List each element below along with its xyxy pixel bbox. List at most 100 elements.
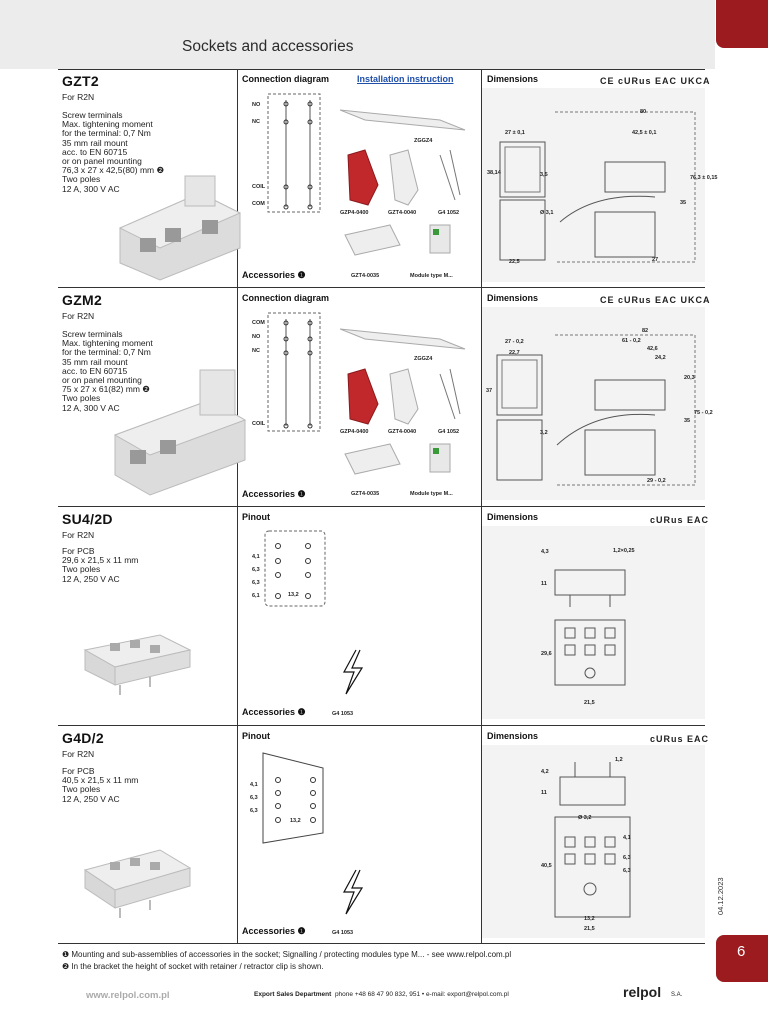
- dimension-drawing: [554, 762, 631, 918]
- pinout-heading: Pinout: [242, 731, 270, 741]
- product-name: SU4/2D: [62, 511, 113, 527]
- lightning-bolt-icon: [342, 869, 364, 915]
- publication-date: 04.12.2023: [716, 877, 725, 915]
- pin-dimension: 6,3: [252, 567, 260, 573]
- socket-photo: [83, 634, 192, 695]
- product-name: GZT2: [62, 73, 99, 89]
- accessory-label: Module type M...: [410, 273, 453, 279]
- dimension-label: 27: [652, 257, 659, 263]
- product-description: Screw terminals Max. tightening moment f…: [62, 329, 153, 413]
- product-for: For R2N: [62, 311, 95, 321]
- accessory-label: ZGGZ4: [414, 138, 433, 144]
- pin-label: NC: [252, 119, 260, 125]
- section-divider: [58, 69, 705, 70]
- accessories-heading: Accessories ❶: [242, 707, 306, 717]
- dimension-label: 35: [680, 200, 687, 206]
- pin-dimension: 6,1: [252, 593, 260, 599]
- dimension-label: 27 ± 0,1: [505, 130, 525, 136]
- dimension-label: 6,3: [623, 868, 631, 874]
- dimension-label: 6,3: [623, 855, 631, 861]
- product-for: For R2N: [62, 530, 95, 540]
- pin-dimension: 13,2: [290, 818, 301, 824]
- certification-marks: CE cURus EAC UKCA: [600, 295, 711, 305]
- section-divider: [58, 725, 705, 726]
- pin-label: NO: [252, 102, 261, 108]
- accessory-label: GZT4-0040: [388, 210, 417, 216]
- certification-marks: cURus EAC: [650, 515, 710, 525]
- accessory-label: G4 1053: [332, 930, 354, 936]
- product-name: G4D/2: [62, 730, 104, 746]
- accessories-heading: Accessories ❶: [242, 489, 306, 499]
- pin-label: NO: [252, 334, 261, 340]
- accessories-heading: Accessories ❶: [242, 270, 306, 280]
- dimension-label: 37: [486, 388, 493, 394]
- dimension-label: 21,5: [584, 926, 595, 932]
- dimension-label: 4,1: [623, 835, 631, 841]
- accessory-label: ZGGZ4: [414, 356, 433, 362]
- accessories-heading: Accessories ❶: [242, 926, 306, 936]
- dimension-label: 42,6: [647, 346, 658, 352]
- pin-label: NC: [252, 348, 260, 354]
- dimension-label: 1,2×0,25: [613, 548, 635, 554]
- product-description: For PCB 40,5 x 21,5 x 11 mm Two poles 12…: [62, 766, 139, 804]
- dimension-label: 29 - 0,2: [647, 478, 666, 484]
- installation-instruction-link[interactable]: Installation instruction: [357, 74, 454, 84]
- certification-marks: CE cURus EAC UKCA: [600, 76, 711, 86]
- dimension-label: 4,2: [541, 769, 549, 775]
- pin-label: COIL: [252, 184, 266, 190]
- product-for: For R2N: [62, 749, 95, 759]
- dimension-label: 27 - 0,2: [505, 339, 524, 345]
- dimension-label: 75 - 0,2: [694, 410, 713, 416]
- accessory-label: GZP4-0400: [340, 210, 369, 216]
- accessory-label: G4 1053: [332, 711, 354, 717]
- dimension-label: Ø 3,2: [578, 815, 592, 821]
- dimension-label: 11: [541, 581, 547, 587]
- column-divider: [481, 69, 482, 943]
- dimension-label: 61 - 0,2: [622, 338, 641, 344]
- dimension-drawing: [499, 111, 696, 263]
- pin-dimension: 6,3: [252, 580, 260, 586]
- connection-diagram: [267, 93, 321, 213]
- footnote: ❷ In the bracket the height of socket wi…: [62, 962, 324, 971]
- footer-dept-name: Export Sales Department: [254, 991, 332, 998]
- section-divider: [58, 287, 705, 288]
- brand-suffix: S.A.: [671, 992, 683, 998]
- lightning-bolt-icon: [342, 649, 364, 695]
- pin-dimension: 4,1: [252, 554, 260, 560]
- connection-diagram: [267, 312, 321, 432]
- page-number: 6: [737, 943, 746, 960]
- dimension-label: 11: [541, 790, 547, 796]
- brand-logo: relpol: [623, 984, 662, 1000]
- section-divider: [58, 506, 705, 507]
- dimensions-bg: [482, 307, 705, 500]
- column-divider: [237, 69, 238, 943]
- dimension-label: 20,3: [684, 375, 695, 381]
- dimensions-heading: Dimensions: [487, 293, 539, 303]
- dimension-label: 38,14: [487, 170, 501, 176]
- page-title: Sockets and accessories: [182, 38, 354, 55]
- accessory-label: GZT4-0040: [388, 429, 417, 435]
- dimension-label: 76,3 ± 0,15: [690, 175, 718, 181]
- dimension-label: 22,7: [509, 350, 520, 356]
- dimension-label: 1,2: [615, 757, 623, 763]
- pinout-diagram: [262, 752, 324, 844]
- pin-dimension: 6,3: [250, 795, 258, 801]
- dimension-label: 13,2: [584, 916, 595, 922]
- dimension-label: 42,5 ± 0,1: [632, 130, 657, 136]
- socket-photo: [83, 849, 192, 918]
- accessories-drawings: [340, 328, 466, 475]
- socket-photo: [118, 175, 242, 281]
- footer-url[interactable]: www.relpol.com.pl: [86, 990, 170, 1001]
- footer-contact: Export Sales Department phone +48 68 47 …: [254, 991, 509, 998]
- pin-dimension: 6,3: [250, 808, 258, 814]
- product-for: For R2N: [62, 92, 95, 102]
- accessory-label: GZP4-0400: [340, 429, 369, 435]
- accessory-label: G4 1052: [438, 210, 460, 216]
- accessories-drawings: [340, 109, 466, 256]
- dimension-drawing: [496, 334, 696, 486]
- dimension-drawing: [554, 569, 626, 686]
- dimension-label: 24,2: [655, 355, 666, 361]
- pin-label: COM: [252, 320, 265, 326]
- accessory-label: GZT4-0035: [351, 491, 380, 497]
- dimension-label: 80: [640, 109, 647, 115]
